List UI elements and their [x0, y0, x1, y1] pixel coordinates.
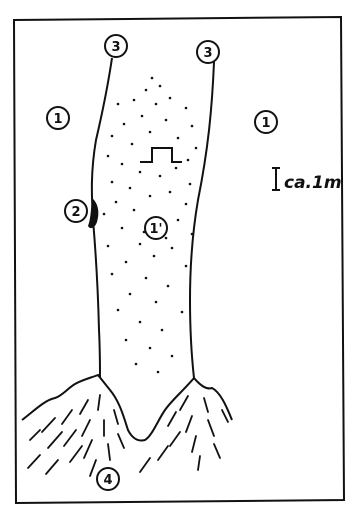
label-inner-text: 1' — [149, 222, 162, 237]
step-symbol — [140, 148, 182, 162]
dark-marker-blob — [88, 198, 98, 228]
label-bottom: 4 — [97, 468, 119, 490]
label-inner: 1' — [145, 217, 167, 239]
label-outer-left-text: 1 — [53, 112, 62, 127]
right-boundary-line — [190, 62, 214, 378]
label-outer-left: 1 — [47, 107, 69, 129]
scale-label: ca.1m — [284, 173, 342, 193]
base-rock-outline — [22, 375, 232, 441]
label-marker-left: 2 — [65, 200, 87, 222]
frame-border — [14, 17, 344, 503]
label-top-left: 3 — [105, 35, 127, 57]
label-outer-right-text: 1 — [261, 116, 270, 131]
label-top-right: 3 — [197, 41, 219, 63]
label-top-left-text: 3 — [111, 40, 120, 55]
scale-bar — [272, 168, 280, 190]
label-outer-right: 1 — [255, 111, 277, 133]
label-bottom-text: 4 — [103, 473, 112, 488]
label-top-right-text: 3 — [203, 46, 212, 61]
base-hatching — [28, 395, 228, 476]
label-marker-left-text: 2 — [71, 205, 80, 220]
